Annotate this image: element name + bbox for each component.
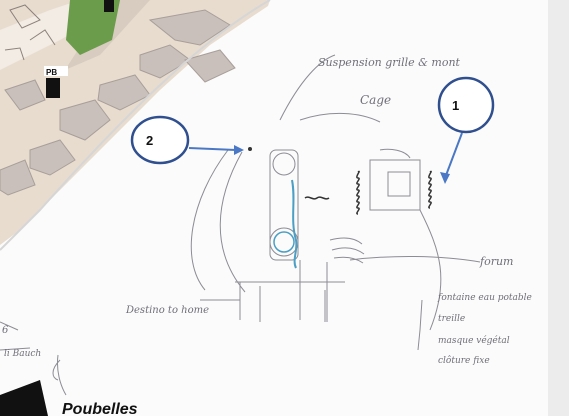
fontaine-line-2: treille (438, 314, 465, 324)
callout-2-target-dot (248, 147, 252, 151)
callout-1-number: 1 (452, 98, 459, 113)
margin-note-2: li Bauch (4, 349, 41, 359)
label-destiny: Destino to home (125, 305, 209, 316)
fontaine-line-3: masque végétal (438, 335, 510, 346)
label-forum: forum (479, 255, 513, 268)
pb-label: PB (46, 68, 57, 77)
pb-building-block (46, 78, 60, 98)
callout-1-circle (439, 78, 493, 132)
footer-word: Poubelles (62, 401, 138, 416)
label-cage: Cage (360, 93, 391, 107)
paper-edge-shadow (548, 0, 569, 416)
fontaine-line-4: clôture fixe (438, 355, 490, 366)
map-dark-marker (104, 0, 114, 12)
callout-2-number: 2 (146, 133, 153, 148)
label-suspension: Suspension grille & mont (318, 56, 461, 69)
callout-2-circle (132, 117, 188, 163)
margin-note-1: 6 (2, 325, 9, 336)
fontaine-line-1: fontaine eau potable (437, 293, 532, 303)
